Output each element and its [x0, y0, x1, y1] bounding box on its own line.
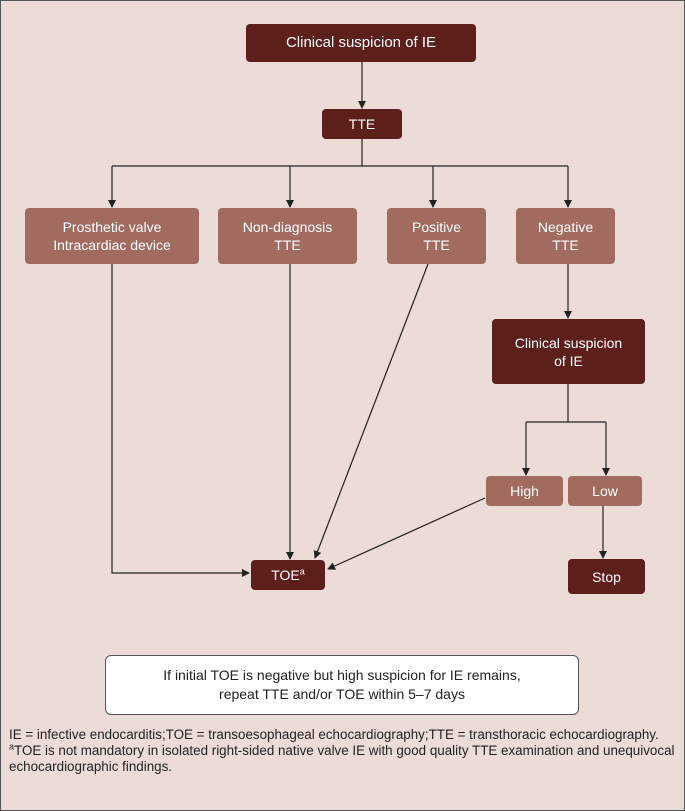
- node-label-line-1: Clinical suspicion: [514, 334, 623, 351]
- node-label: TOEa: [271, 566, 305, 584]
- note-line-2: repeat TTE and/or TOE within 5–7 days: [219, 686, 465, 702]
- node-label-line-1: Non-diagnosis: [242, 219, 333, 235]
- node-label: Clinical suspicion of IE: [285, 34, 437, 51]
- node-label: TTE: [348, 116, 376, 132]
- node-label: Low: [592, 483, 618, 499]
- node-label-line-2: of IE: [554, 352, 583, 369]
- node-negative: Negative TTE: [516, 208, 615, 264]
- node-label-line-1: Prosthetic valve: [62, 219, 162, 235]
- arrow-prosthetic-to-toe: [111, 264, 250, 577]
- node-prosthetic-valve: Prosthetic valve Intracardiac device: [25, 208, 199, 264]
- node-non-diagnosis: Non-diagnosis TTE: [218, 208, 357, 264]
- note-line-1: If initial TOE is negative but high susp…: [163, 667, 521, 683]
- node-high: High: [486, 476, 563, 506]
- footnote-marker: a: [9, 741, 15, 752]
- arrow-high-to-toe: [327, 497, 486, 570]
- node-label-line-1: Negative: [537, 219, 594, 235]
- abbreviations-text: IE = infective endocarditis;TOE = transo…: [9, 727, 659, 742]
- footnote-text: TOE is not mandatory in isolated right-s…: [9, 743, 675, 774]
- node-tte: TTE: [322, 109, 402, 139]
- node-label: Stop: [592, 568, 621, 585]
- node-label-line-2: TTE: [274, 237, 301, 253]
- node-label-line-2: TTE: [552, 237, 579, 253]
- node-low: Low: [568, 476, 642, 506]
- node-label: High: [510, 483, 539, 499]
- node-clinical-suspicion-top: Clinical suspicion of IE: [246, 24, 476, 62]
- legend: IE = infective endocarditis;TOE = transo…: [9, 727, 677, 775]
- footnote: aTOE is not mandatory in isolated right-…: [9, 741, 677, 775]
- node-stop: Stop: [568, 559, 645, 594]
- toe-footnote-marker: a: [299, 566, 305, 577]
- toe-label-text: TOE: [271, 567, 300, 583]
- node-label-line-2: Intracardiac device: [53, 237, 171, 253]
- node-toe: TOEa: [251, 560, 325, 590]
- node-positive: Positive TTE: [387, 208, 486, 264]
- node-label-line-2: TTE: [423, 237, 450, 253]
- node-clinical-suspicion-mid: Clinical suspicion of IE: [492, 319, 645, 384]
- node-label-line-1: Positive: [411, 219, 462, 235]
- arrow-positive-to-toe: [313, 263, 429, 559]
- repeat-imaging-note: If initial TOE is negative but high susp…: [105, 655, 579, 715]
